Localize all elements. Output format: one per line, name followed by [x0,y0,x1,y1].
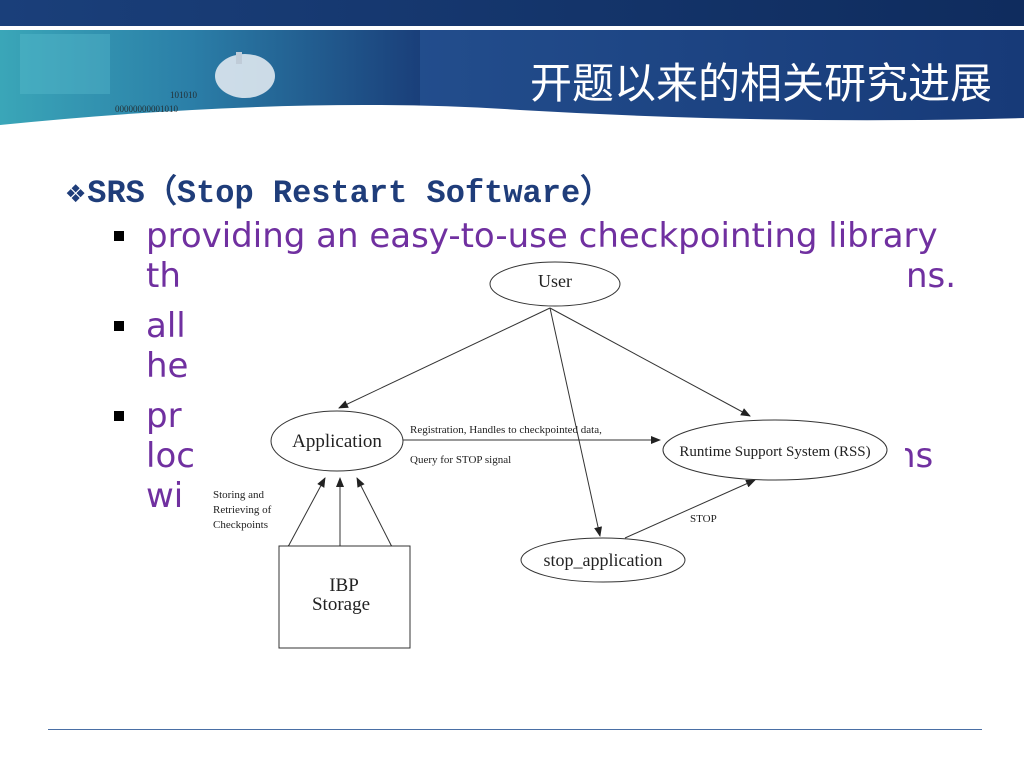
square-bullet-icon [114,411,124,421]
bullet-1-line-2-end: ns. [906,256,957,296]
bullet-3-line-2: loc [146,436,195,476]
slide-title: 开题以来的相关研究进展 [529,59,992,108]
edge-stop-application-to-rss [624,479,756,539]
node-rss-label: Runtime Support System (RSS) [679,444,870,460]
bullet-3-line-3: wi [146,476,184,516]
edge-storage-link-left [281,477,326,555]
edge-label-registration: Registration, Handles to checkpointed da… [410,424,602,436]
node-stop-application-label: stop_application [544,550,663,570]
edge-user-to-stop-application [549,307,602,537]
edge-label-storing-2: Retrieving of [213,504,272,516]
node-user [489,261,621,307]
node-ibp-storage [278,545,411,649]
edge-storage-link-right [356,477,399,555]
edge-user-to-rss [549,307,751,417]
footer-divider [48,729,982,730]
node-ibp-label-line-2: Storage [312,594,370,615]
srs-architecture-diagram: User Application Runtime Support System … [205,256,905,656]
binary-text-b: 00000000001010 [115,104,179,114]
node-ibp-label-line-1: IBP [329,575,359,596]
edge-user-to-application [338,307,551,409]
binary-text-a: 101010 [170,90,198,100]
header-banner: 101010 00000000001010 开题以来的相关研究进展 [0,0,1024,140]
node-rss [662,419,888,481]
section-heading: ❖SRS（Stop Restart Software） [66,166,612,212]
bullet-1-line-1: providing an easy-to-use checkpointing l… [146,216,938,256]
bullet-2-line-1: all [146,306,186,346]
banner-graphic: 101010 00000000001010 [0,0,1024,140]
node-application [270,410,404,472]
bullet-2-line-2: he [146,346,189,386]
edge-label-storing-3: Checkpoints [213,519,268,531]
square-bullet-icon [114,321,124,331]
node-user-label: User [538,271,572,291]
bullet-3-line-1: pr [146,396,182,436]
node-application-label: Application [292,431,382,452]
bullet-1-line-2: th [146,256,181,296]
section-heading-text: SRS（Stop Restart Software） [87,175,613,212]
diagram-canvas: User Application Runtime Support System … [213,261,888,649]
edge-label-query: Query for STOP signal [410,454,511,466]
edge-label-stop: STOP [690,513,717,525]
node-stop-application [520,537,686,583]
edge-label-storing-1: Storing and [213,489,265,501]
square-bullet-icon [114,231,124,241]
diamond-bullet-icon: ❖ [66,175,86,212]
